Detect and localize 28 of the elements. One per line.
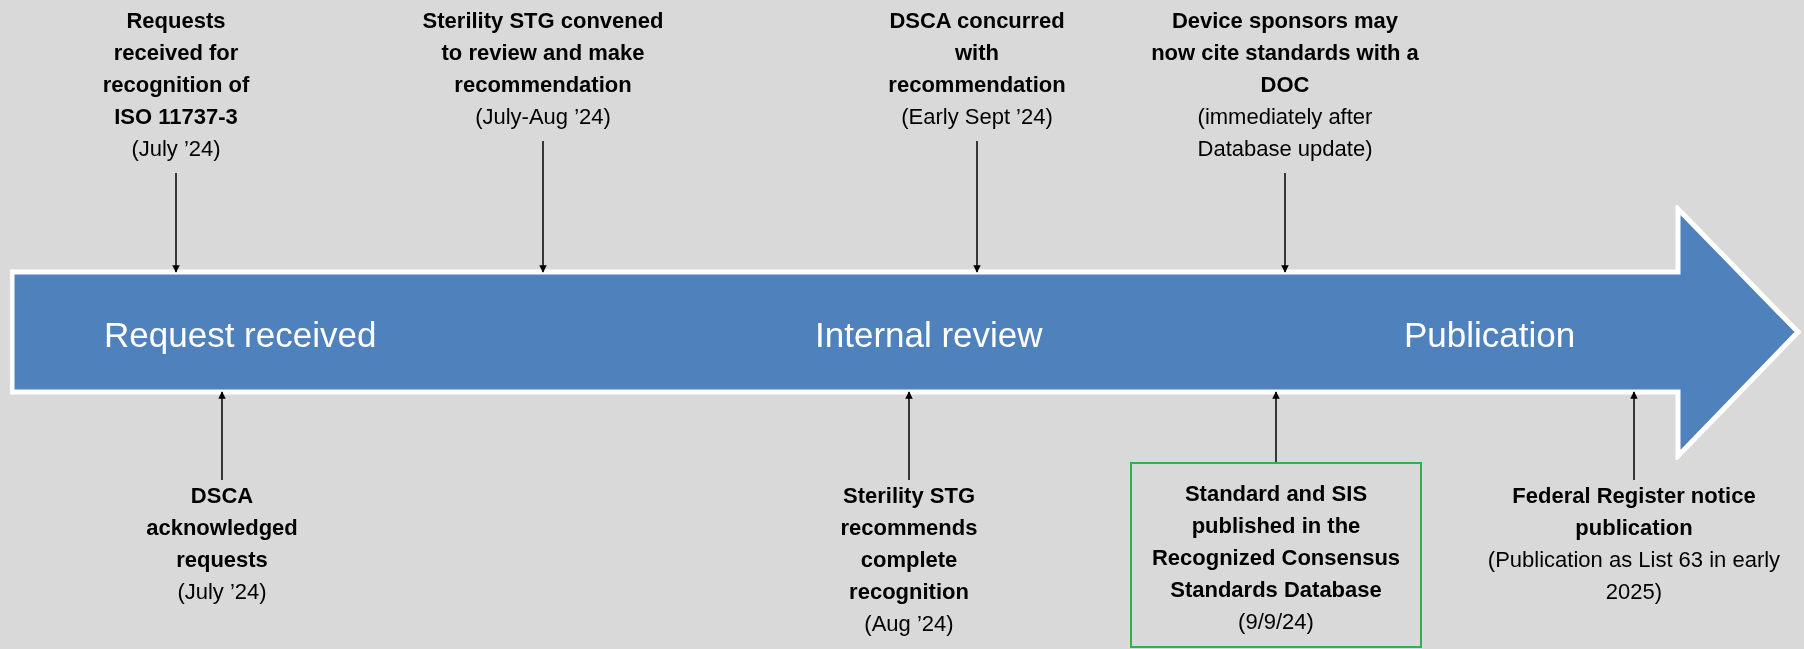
arrow [1281,172,1289,273]
date-text: (Publication as List 63 in early 2025) [1486,546,1782,606]
milestone-text: Standard and SIS published in the Recognized Consensus Standards Database [1150,480,1402,604]
date-text: (Aug ’24) [863,610,955,638]
highlight-box [1130,462,1422,648]
date-text: (Early Sept ’24) [900,103,1054,131]
arrow [1272,391,1280,463]
arrow [218,391,226,481]
milestone-text: Sterility STG recommends complete recognition [839,482,979,606]
arrow [539,140,547,273]
date-text: (July ’24) [130,135,222,163]
date-text: (immediately after Database update) [1196,103,1374,163]
arrow [973,140,981,273]
date-text: (9/9/24) [1237,608,1315,636]
arrow [172,172,180,273]
milestone-text: Sterility STG convened to review and make recommendation [421,7,665,99]
milestone-text: Device sponsors may now cite standards with a DOC [1150,7,1420,99]
date-text: (July-Aug ’24) [474,103,612,131]
arrow [905,391,913,481]
phase-label: Internal review [815,314,1043,356]
date-text: (July ’24) [176,578,268,606]
milestone-text: Federal Register notice publication [1511,482,1757,542]
arrow [1630,391,1638,481]
milestone-text: DSCA concurred with recommendation [887,7,1067,99]
milestone-text: Requests received for recognition of ISO 11737-3 [101,7,251,131]
phase-label: Publication [1404,314,1576,356]
milestone-text: DSCA acknowledged requests [145,482,299,574]
phase-label: Request received [104,314,377,356]
